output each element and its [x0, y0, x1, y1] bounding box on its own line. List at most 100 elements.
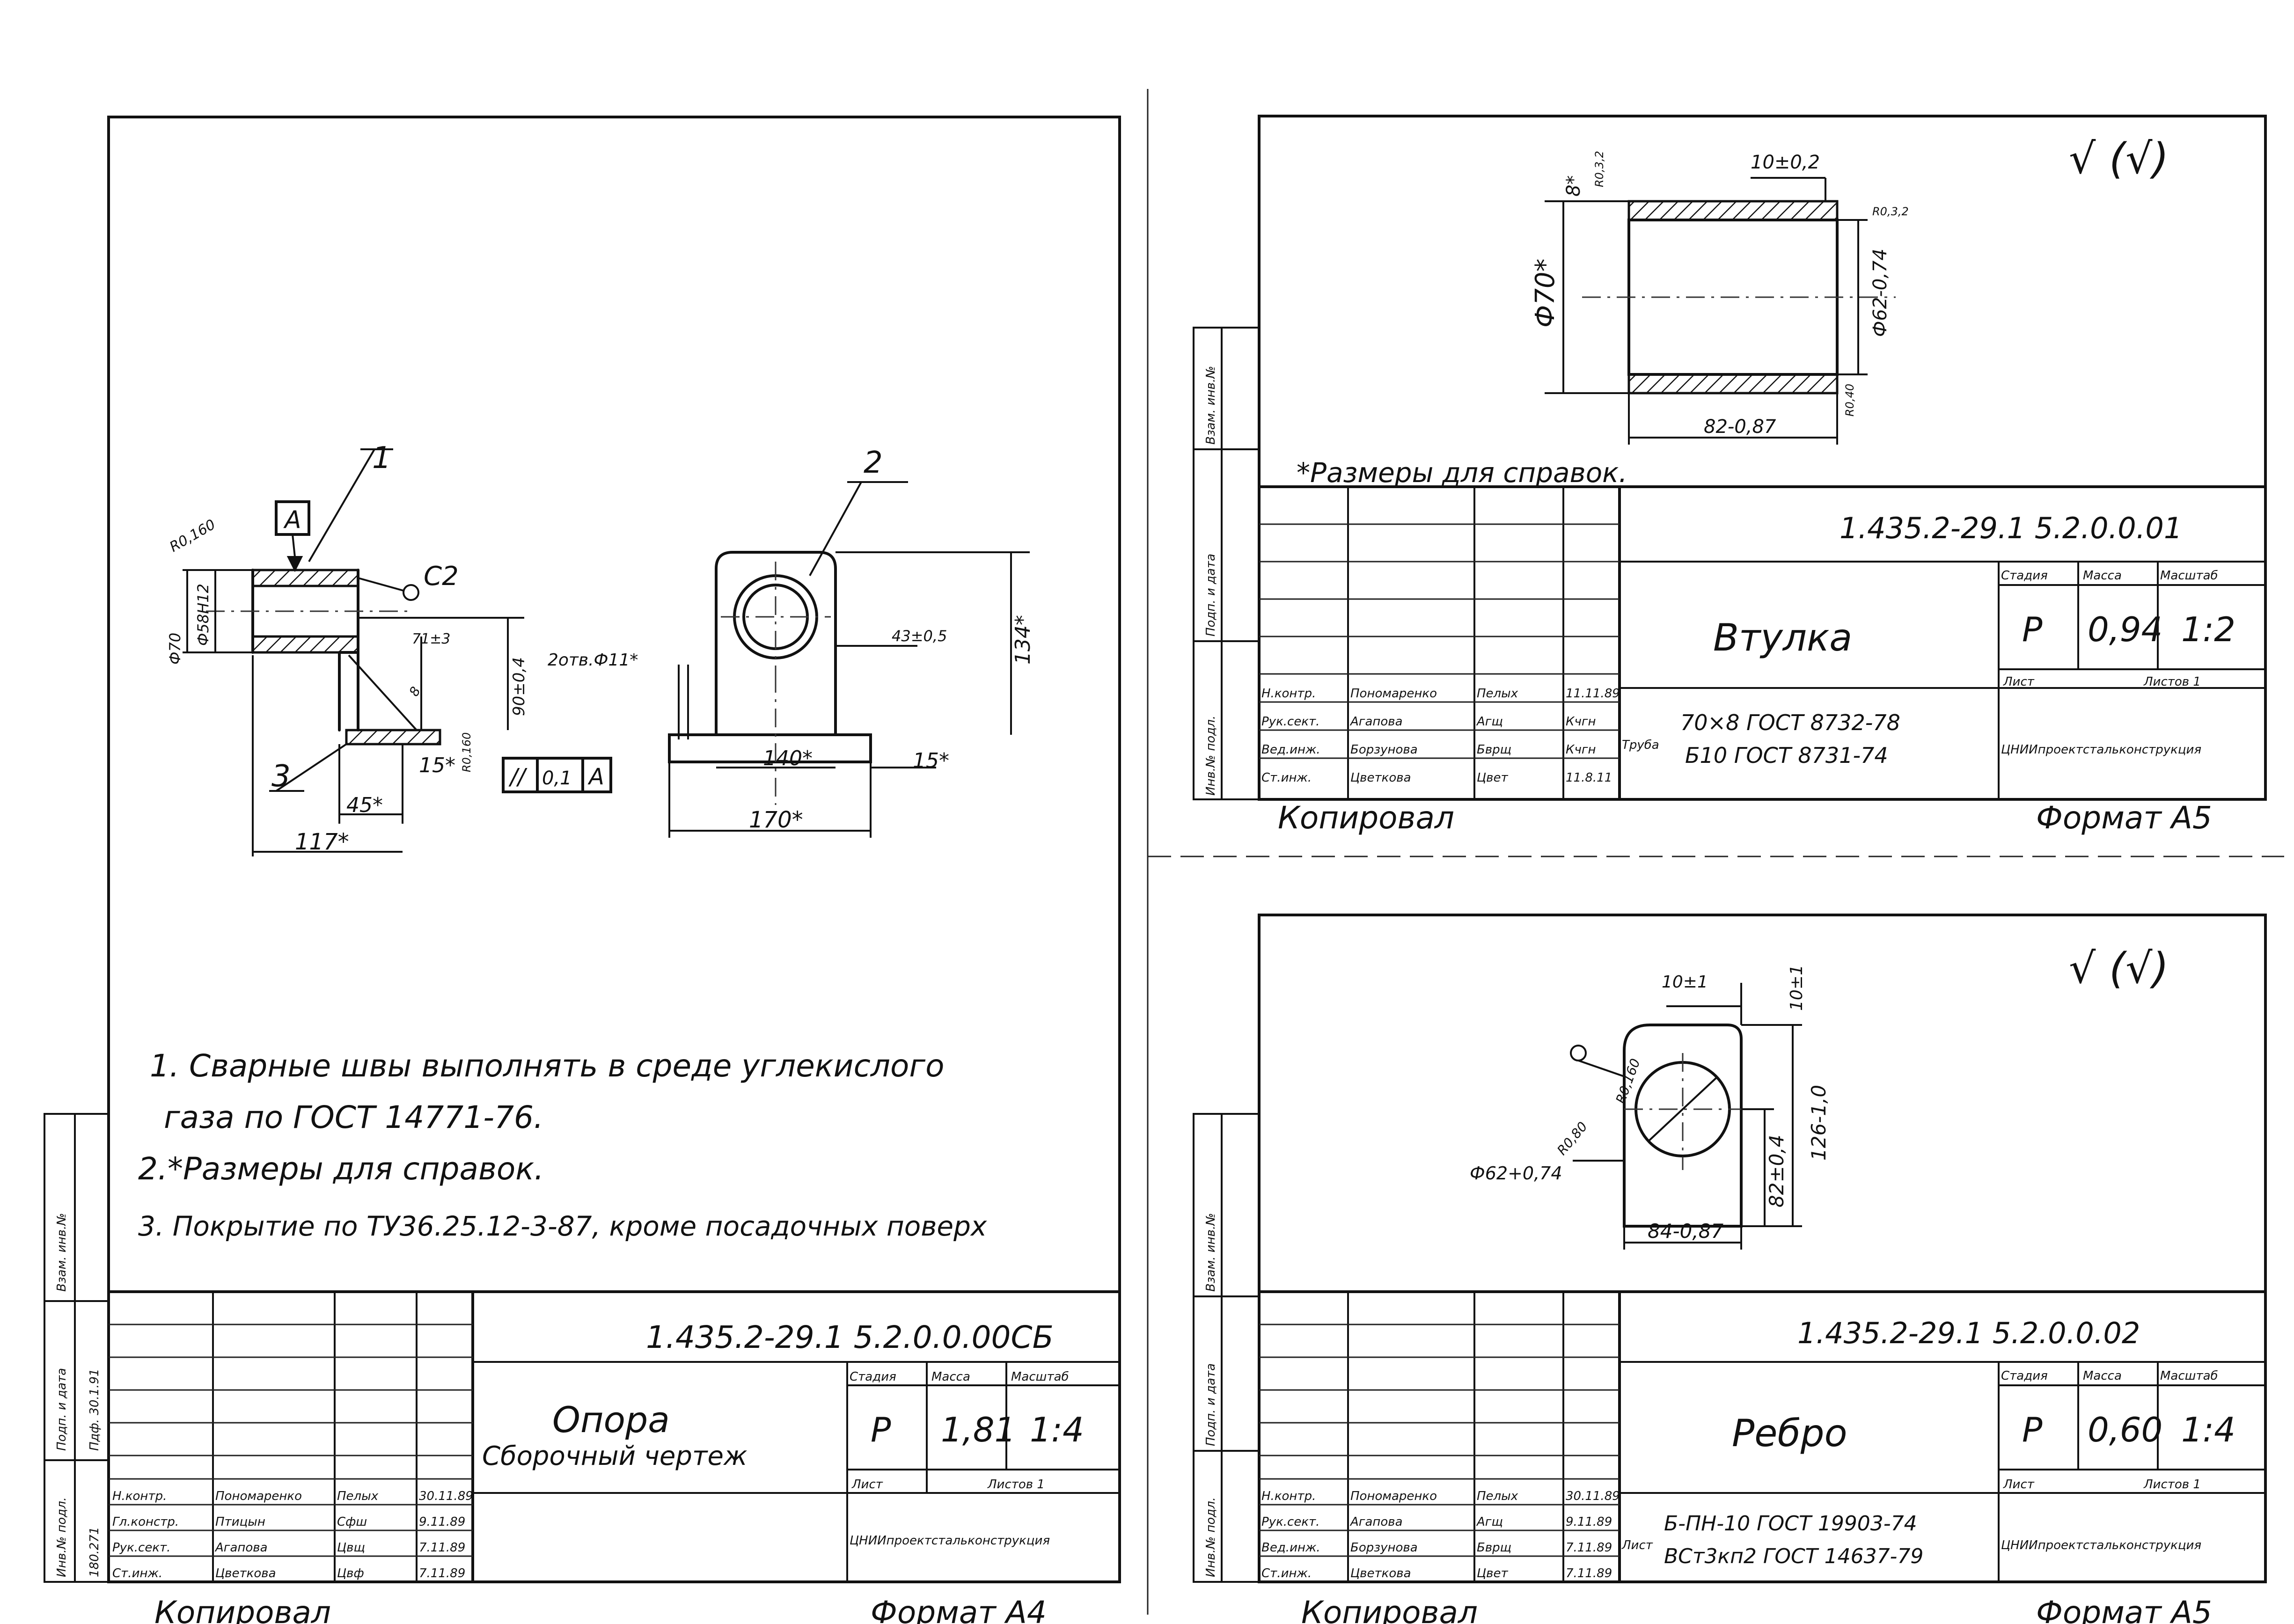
sheets-label: Листов 1	[987, 1478, 1045, 1492]
date-1: 30.11.89	[1566, 1489, 1620, 1503]
sheet-label: Лист	[2003, 675, 2035, 689]
mass: 0,94	[2088, 610, 2162, 649]
doc-title: Втулка	[1713, 616, 1852, 659]
hdr-mass: Масса	[2083, 569, 2122, 583]
name-3: Агапова	[214, 1541, 268, 1555]
scale: 1:2	[2181, 610, 2235, 649]
dim-d-inner: Ф58Н12	[194, 584, 212, 646]
org: ЦНИИпроектстальконструкция	[2001, 743, 2201, 757]
material-2: Б10 ГОСТ 8731-74	[1685, 743, 1888, 768]
item-1-label: 1	[372, 441, 391, 475]
stage: Р	[2022, 610, 2043, 649]
name-2: Агапова	[1349, 1515, 1403, 1529]
dim-8: 8*	[1563, 176, 1584, 197]
date-3: Кчгн	[1566, 743, 1596, 757]
assembly-front-view: 2 2отв.Ф11* 43±0,5 134* 140* 15* 170*	[548, 446, 1035, 838]
bushing-section-view: Ф70* Ф62-0,74 82-0,87 10±0,2 8* R0,3,2 R…	[1530, 151, 1909, 445]
dim-82: 82±0,4	[1765, 1135, 1788, 1207]
dim-10b: 10±1	[1787, 965, 1806, 1011]
role-2: Рук.сект.	[1261, 1515, 1319, 1529]
dim-15a: 15*	[419, 753, 455, 777]
copied-label: Копировал	[1301, 1595, 1478, 1624]
dim-45: 45*	[346, 793, 383, 817]
rough-symbol: √ (√)	[2069, 944, 2169, 993]
rough-small: R0,160	[460, 732, 473, 772]
role-4: Ст.инж.	[1261, 1566, 1312, 1580]
margin-label-3: Взам. инв.№	[55, 1213, 69, 1292]
dim-70: Ф70*	[1530, 259, 1561, 328]
doc-code: 1.435.2-29.1 5.2.0.0.01	[1840, 511, 2182, 545]
date-4: 11.8.11	[1566, 771, 1612, 785]
sheets-label: Листов 1	[2143, 1478, 2201, 1492]
datum-box-label: А	[283, 506, 301, 534]
sign-4: Цвет	[1477, 1566, 1509, 1580]
org: ЦНИИпроектстальконструкция	[850, 1534, 1050, 1548]
dim-82: 82-0,87	[1704, 416, 1776, 438]
sheet-label: Лист	[2003, 1478, 2035, 1492]
date-2: Кчгн	[1566, 715, 1596, 729]
sign-1: Пелых	[337, 1489, 379, 1503]
name-1: Пономаренко	[215, 1489, 302, 1503]
role-3: Рук.сект.	[112, 1541, 170, 1555]
role-2: Гл.констр.	[112, 1515, 179, 1529]
sign-4: Цвф	[337, 1566, 364, 1580]
margin-value-1: 180.271	[88, 1527, 102, 1577]
date-1: 11.11.89	[1566, 687, 1620, 701]
margin-label-1: Инв.№ подл.	[1204, 716, 1218, 796]
margin-label-3: Взам. инв.№	[1204, 1213, 1218, 1292]
note-3: 3. Покрытие по ТУ36.25.12-3-87, кроме по…	[138, 1210, 987, 1242]
format-label: Формат А5	[2036, 800, 2212, 836]
role-3: Вед.инж.	[1261, 1541, 1320, 1555]
copied-label: Копировал	[1278, 800, 1454, 836]
role-4: Ст.инж.	[112, 1566, 162, 1580]
date-1: 30.11.89	[419, 1489, 473, 1503]
date-2: 9.11.89	[419, 1515, 465, 1529]
scale: 1:4	[2181, 1410, 2235, 1449]
margin-strip-rib	[1193, 1113, 1260, 1583]
rib-view: Ф62+0,74 126-1,0 82±0,4 84-0,87 10±1 10±…	[1470, 965, 1830, 1250]
name-3: Борзунова	[1350, 743, 1418, 757]
rough-r3b: R0,3,2	[1872, 205, 1909, 218]
hdr-scale: Масштаб	[2160, 569, 2218, 583]
hdr-stage: Стадия	[2001, 1369, 2048, 1383]
rough-r40: R0,40	[1843, 384, 1856, 417]
item-3-label: 3	[271, 759, 291, 794]
tol-parallel: //	[508, 764, 528, 790]
dim-15b: 15*	[913, 749, 949, 773]
note-1b: газа по ГОСТ 14771-76.	[164, 1099, 543, 1135]
name-1: Пономаренко	[1350, 687, 1437, 701]
format-label: Формат А5	[2036, 1595, 2212, 1624]
rough-160: R0,160	[167, 516, 219, 556]
sign-2: Сфш	[337, 1515, 367, 1529]
bushing-note: *Размеры для справок.	[1297, 457, 1627, 489]
margin-label-1: Инв.№ подл.	[1204, 1497, 1218, 1577]
dim-90: 90±0,4	[510, 657, 528, 716]
rough-symbol: √ (√)	[2069, 134, 2169, 183]
hdr-mass: Масса	[931, 1370, 970, 1384]
scale: 1:4	[1030, 1410, 1084, 1449]
dim-10a: 10±1	[1662, 973, 1708, 992]
stage: Р	[2022, 1410, 2043, 1449]
name-3: Борзунова	[1350, 1541, 1418, 1555]
margin-label-2: Подп. и дата	[1204, 554, 1218, 636]
sheet-rib: Инв.№ подл. Подп. и дата Взам. инв.№ Ф62…	[1193, 914, 2267, 1624]
dim-d-outer: Ф70	[166, 633, 184, 665]
name-2: Птицын	[215, 1515, 265, 1529]
frame-rib	[1258, 914, 2267, 1583]
date-4: 7.11.89	[419, 1566, 465, 1580]
note-2: 2.*Размеры для справок.	[138, 1151, 544, 1187]
sheet-label: Лист	[851, 1478, 883, 1492]
role-1: Н.контр.	[1261, 1489, 1316, 1503]
stage: Р	[871, 1410, 891, 1449]
role-3: Вед.инж.	[1261, 743, 1320, 757]
format-label: Формат А4	[871, 1595, 1047, 1624]
date-4: 7.11.89	[1566, 1566, 1612, 1580]
margin-label-3: Взам. инв.№	[1204, 366, 1218, 445]
dim-170: 170*	[749, 807, 803, 833]
sign-3: Бврщ	[1477, 1541, 1511, 1555]
dim-84: 84-0,87	[1648, 1220, 1723, 1243]
name-4: Цветкова	[1350, 771, 1411, 785]
dim-140: 140*	[763, 746, 813, 770]
margin-strip-assembly	[44, 1113, 110, 1583]
